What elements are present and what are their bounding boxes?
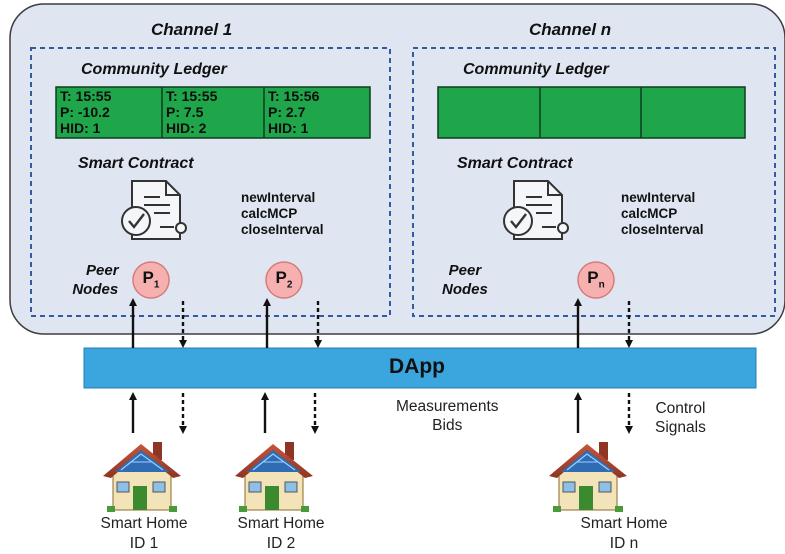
home-label-1: Smart Home ID 1 <box>92 514 196 554</box>
ledger-cell-time: T: 15:55 <box>166 88 218 104</box>
peer-node-pn: Pn <box>578 268 614 290</box>
channel-n-title: Channel n <box>529 20 612 39</box>
contract-functions-1: newInterval calcMCP closeInterval <box>241 190 324 238</box>
node-index: 2 <box>286 279 293 291</box>
peer-label-line: Peer <box>448 262 482 279</box>
home-label-n: Smart Home ID n <box>572 514 676 554</box>
home-id-text: ID 1 <box>129 535 159 552</box>
dapp-label: DApp <box>389 355 445 378</box>
flow-label-line: Bids <box>432 417 463 434</box>
node-index: 1 <box>153 279 160 291</box>
home-label-text: Smart Home <box>237 515 325 532</box>
flow-label-line: Measurements <box>396 398 499 415</box>
home-id-text: ID 2 <box>266 535 296 552</box>
dapp-bar <box>83 347 757 389</box>
ledger-cell: T: 15:55 P: -10.2 HID: 1 <box>60 88 111 136</box>
function-name: calcMCP <box>621 206 678 221</box>
function-name: newInterval <box>621 190 696 205</box>
function-name: closeInterval <box>621 222 704 237</box>
node-letter: P <box>587 268 599 287</box>
ledger-cell-hid: HID: 1 <box>60 120 101 136</box>
peer-node-circle <box>577 261 615 299</box>
ledger-cell: T: 15:55 P: 7.5 HID: 2 <box>166 88 217 136</box>
ledger-cell-power: P: 7.5 <box>166 104 204 120</box>
ledger-table-n <box>437 86 746 139</box>
contract-title-n: Smart Contract <box>457 155 573 172</box>
peer-label-line: Nodes <box>72 281 119 298</box>
ledger-table-1 <box>55 86 371 139</box>
node-arrows <box>129 298 633 348</box>
contract-icon <box>503 180 569 240</box>
channel-1-title: Channel 1 <box>151 20 233 39</box>
ledger-cell-power: P: -10.2 <box>60 104 110 120</box>
channel-n-box <box>412 47 776 317</box>
node-index: n <box>598 279 605 291</box>
contract-title-1: Smart Contract <box>78 155 194 172</box>
contract-functions-n: newInterval calcMCP closeInterval <box>621 190 704 238</box>
ledger-cell-hid: HID: 1 <box>268 120 309 136</box>
node-letter: P <box>275 268 287 287</box>
smart-home-icon <box>103 442 181 512</box>
home-label-text: Smart Home <box>100 515 188 532</box>
ledger-cell-hid: HID: 2 <box>166 120 207 136</box>
home-arrows <box>129 392 633 434</box>
home-label-2: Smart Home ID 2 <box>229 514 333 554</box>
smart-home-icon <box>549 442 627 512</box>
flow-label-line: Signals <box>655 419 706 436</box>
home-label-text: Smart Home <box>580 515 668 532</box>
contract-icon <box>121 180 187 240</box>
peer-node-p2: P2 <box>266 268 302 290</box>
flow-label-line: Control <box>655 400 706 417</box>
ledger-cell-time: T: 15:55 <box>60 88 112 104</box>
node-letter: P <box>142 268 154 287</box>
peer-node-circle <box>132 261 170 299</box>
function-name: calcMCP <box>241 206 298 221</box>
peer-node-p1: P1 <box>133 268 169 290</box>
function-name: closeInterval <box>241 222 324 237</box>
peer-node-circle <box>265 261 303 299</box>
peer-label-line: Nodes <box>442 281 488 298</box>
home-id-text: ID n <box>609 535 639 552</box>
ledger-cell-time: T: 15:56 <box>268 88 320 104</box>
ledger-cell: T: 15:56 P: 2.7 HID: 1 <box>268 88 319 136</box>
function-name: newInterval <box>241 190 316 205</box>
peer-nodes-label-n: Peer Nodes <box>442 261 488 299</box>
channel-1-box <box>30 47 391 317</box>
peer-nodes-label-1: Peer Nodes <box>72 261 119 299</box>
control-signals-label: Control Signals <box>655 399 706 437</box>
peer-label-line: Peer <box>86 262 119 279</box>
smart-home-icon <box>235 442 313 512</box>
ledger-title-n: Community Ledger <box>463 61 609 78</box>
measurements-bids-label: Measurements Bids <box>396 397 499 435</box>
ledger-title-1: Community Ledger <box>81 61 227 78</box>
ledger-cell-power: P: 2.7 <box>268 104 306 120</box>
